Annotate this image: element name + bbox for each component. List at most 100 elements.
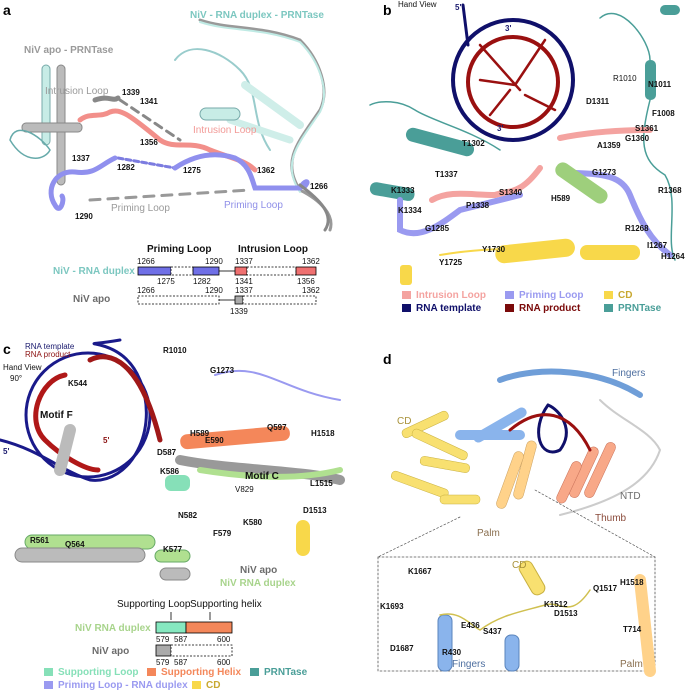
residue-label: S1340	[499, 188, 523, 197]
legend-swatch	[44, 681, 53, 689]
legend-swatch	[604, 291, 613, 299]
seq-number: 587	[174, 635, 188, 644]
residue-label: K1334	[398, 206, 422, 215]
residue-label: 1339	[122, 88, 140, 97]
legend-item: RNA template	[402, 304, 481, 314]
residue-label: E590	[205, 436, 224, 445]
panel-d-structure	[377, 368, 662, 677]
legend-label: PRNTase	[264, 667, 308, 678]
strand-end: 5'	[103, 436, 110, 445]
panel-c-structure	[0, 338, 345, 581]
residue-label: R1268	[625, 224, 649, 233]
panel-d-letter: d	[383, 351, 392, 367]
legend-item: PRNTase	[250, 668, 307, 678]
legend-label: Priming Loop - RNA duplex	[58, 680, 188, 691]
inset-domain-label: CD	[512, 560, 527, 571]
residue-label: F1008	[652, 109, 675, 118]
seq-number: 579	[156, 635, 170, 644]
residue-label: K1693	[380, 602, 404, 611]
panel-a-letter: a	[3, 2, 11, 18]
title-duplex: NiV - RNA duplex - PRNTase	[190, 10, 324, 21]
seq-number: 1275	[157, 277, 175, 286]
residue-label: Y1725	[439, 258, 463, 267]
seq-number: 600	[217, 635, 231, 644]
residue-label: H1264	[661, 252, 685, 261]
residue-label: N582	[178, 511, 198, 520]
residue-label: 1356	[140, 138, 158, 147]
residue-label: D1513	[554, 609, 578, 618]
legend-swatch	[604, 304, 613, 312]
residue-label: R1368	[658, 186, 682, 195]
legend-label: CD	[618, 290, 633, 301]
residue-label: I1267	[647, 241, 668, 250]
domain-label: Thumb	[595, 513, 627, 524]
rotation-label: 90°	[10, 374, 23, 383]
residue-label: K1512	[544, 600, 568, 609]
legend-swatch	[44, 668, 53, 676]
residue-label: 1282	[117, 163, 135, 172]
residue-label: H1518	[311, 429, 335, 438]
legend-label: CD	[206, 680, 221, 691]
loop-label: Priming Loop	[111, 203, 170, 214]
legend-swatch	[250, 668, 259, 676]
legend-label: Supporting Helix	[161, 667, 241, 678]
legend-label: PRNTase	[618, 303, 662, 314]
header-supporting-helix: Supporting helix	[190, 599, 262, 610]
residue-label: 1337	[72, 154, 90, 163]
residue-label: G1360	[625, 134, 650, 143]
row-duplex: NiV RNA duplex	[75, 623, 151, 634]
seq-number: 1362	[302, 286, 320, 295]
residue-label: G1273	[210, 366, 235, 375]
rna-product-label: RNA product	[25, 350, 71, 359]
inset-domain-label: Palm	[620, 659, 643, 670]
residue-label: S1361	[635, 124, 659, 133]
legend-swatch	[147, 668, 156, 676]
residue-label: H1518	[620, 578, 644, 587]
residue-label: D587	[157, 448, 177, 457]
row-duplex: NiV - RNA duplex	[53, 266, 135, 277]
seq-number: 587	[174, 658, 188, 667]
loop-label: Intrusion Loop	[45, 86, 109, 97]
strand-end: 3'	[505, 24, 512, 33]
residue-label: G1285	[425, 224, 450, 233]
domain-label: NTD	[620, 491, 641, 502]
legend-item: Supporting Loop	[44, 668, 139, 678]
legend-label: Priming Loop	[519, 290, 584, 301]
residue-label: R561	[30, 536, 50, 545]
legend-label: Intrusion Loop	[416, 290, 486, 301]
seq-number: 1362	[302, 257, 320, 266]
residue-label: K586	[160, 467, 180, 476]
residue-label: K1333	[391, 186, 415, 195]
seq-number: 1339	[230, 307, 248, 316]
residue-label: K544	[68, 379, 88, 388]
residue-label: H589	[551, 194, 571, 203]
inset-domain-label: Fingers	[452, 659, 486, 670]
legend-label: RNA product	[519, 303, 581, 314]
residue-label: 1266	[310, 182, 328, 191]
overlay-duplex: NiV RNA duplex	[220, 578, 296, 589]
residue-label: T714	[623, 625, 642, 634]
seq-number: 600	[217, 658, 231, 667]
residue-label: A1359	[597, 141, 621, 150]
rna-template-label: RNA template	[25, 342, 75, 351]
legend-swatch	[505, 291, 514, 299]
legend-item: CD	[192, 681, 220, 691]
view-label: Hand View	[398, 0, 437, 9]
domain-label: Palm	[477, 528, 500, 539]
panel-c-letter: c	[3, 341, 11, 357]
residue-label: Y1730	[482, 245, 506, 254]
seq-number: 1266	[137, 286, 155, 295]
residue-label: 1290	[75, 212, 93, 221]
motif-f-label: Motif F	[40, 410, 73, 421]
seq-number: 1337	[235, 286, 253, 295]
residue-label: K580	[243, 518, 263, 527]
residue-label: G1273	[592, 168, 617, 177]
legend-label: Supporting Loop	[58, 667, 139, 678]
domain-label: Fingers	[612, 368, 646, 379]
panel-c-schematic	[155, 612, 233, 657]
seq-number: 1266	[137, 257, 155, 266]
residue-label: 1362	[257, 166, 275, 175]
residue-label: 1341	[140, 97, 158, 106]
legend-item: RNA product	[505, 304, 580, 314]
